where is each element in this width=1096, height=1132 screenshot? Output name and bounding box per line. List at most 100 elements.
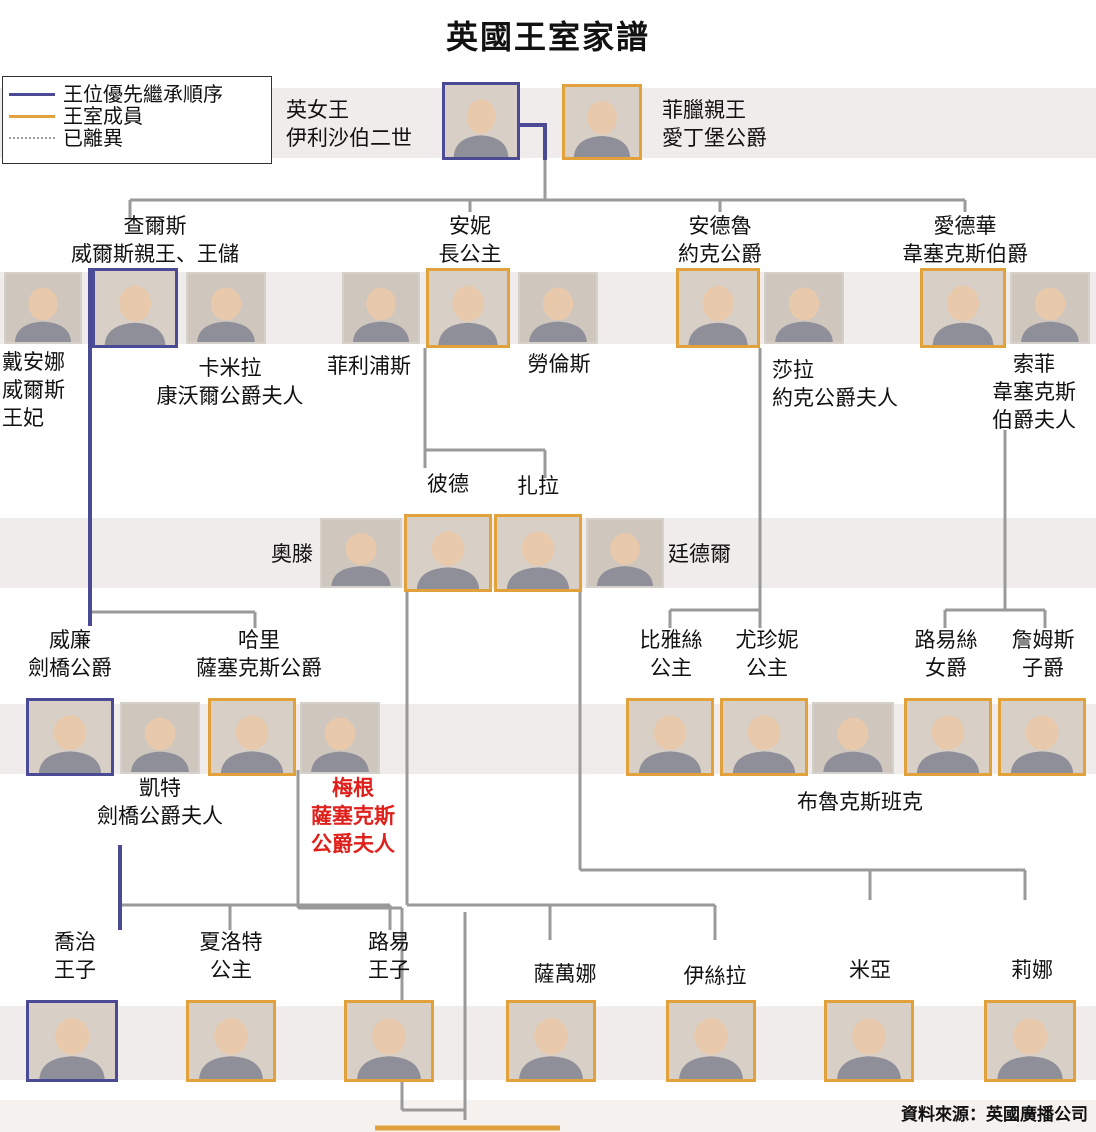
label-diana: 戴安娜 威爾斯 王妃 bbox=[2, 348, 65, 432]
photo-beatrice bbox=[626, 698, 714, 776]
portrait-placeholder bbox=[814, 704, 892, 772]
label-beatrice-line1: 比雅絲 bbox=[639, 628, 703, 652]
photo-mark bbox=[342, 272, 420, 344]
photo-james bbox=[998, 698, 1086, 776]
label-camilla-line1: 卡米拉 bbox=[198, 356, 262, 380]
photo-harry bbox=[208, 698, 296, 776]
label-charlotte-line1: 夏洛特 bbox=[199, 930, 263, 954]
label-meghan: 梅根 薩塞克斯 公爵夫人 bbox=[298, 774, 408, 858]
label-charles: 查爾斯 威爾斯親王、王儲 bbox=[40, 212, 270, 268]
label-kate-line1: 凱特 bbox=[139, 776, 181, 800]
portrait-placeholder bbox=[565, 87, 639, 157]
photo-philip bbox=[562, 84, 642, 160]
label-diana-line1: 戴安娜 bbox=[2, 350, 65, 374]
label-diana-line3: 王妃 bbox=[2, 406, 44, 430]
photo-mike bbox=[586, 518, 664, 588]
portrait-placeholder bbox=[827, 1003, 911, 1079]
label-isla: 伊絲拉 bbox=[660, 962, 770, 990]
photo-charles bbox=[92, 268, 178, 348]
portrait-placeholder bbox=[669, 1003, 753, 1079]
label-eugenie-line1: 尤珍妮 bbox=[735, 628, 799, 652]
label-charles-line2: 威爾斯親王、王儲 bbox=[71, 242, 239, 266]
legend-item-royal: 王室成員 bbox=[9, 105, 269, 127]
label-sophie: 索菲 韋塞克斯 伯爵夫人 bbox=[976, 350, 1092, 434]
portrait-placeholder bbox=[6, 274, 80, 342]
photo-queen bbox=[442, 82, 520, 160]
portrait-placeholder bbox=[211, 701, 293, 773]
label-camilla: 卡米拉 康沃爾公爵夫人 bbox=[130, 354, 330, 410]
label-james: 詹姆斯 子爵 bbox=[994, 626, 1092, 682]
label-savannah: 薩萬娜 bbox=[510, 960, 620, 988]
photo-jack bbox=[812, 702, 894, 774]
label-sarah: 莎拉 約克公爵夫人 bbox=[772, 356, 898, 412]
label-george: 喬治 王子 bbox=[30, 928, 120, 984]
portrait-placeholder bbox=[29, 701, 111, 773]
legend-item-succession: 王位優先繼承順序 bbox=[9, 83, 269, 105]
label-mia: 米亞 bbox=[830, 956, 910, 984]
label-eugenie-line2: 公主 bbox=[746, 656, 788, 680]
label-philip-line2: 愛丁堡公爵 bbox=[662, 126, 767, 150]
portrait-placeholder bbox=[95, 271, 175, 345]
label-sophie-line3: 伯爵夫人 bbox=[992, 408, 1076, 432]
label-camilla-line2: 康沃爾公爵夫人 bbox=[156, 384, 304, 408]
portrait-placeholder bbox=[987, 1003, 1073, 1079]
portrait-placeholder bbox=[907, 701, 989, 773]
legend-item-divorced: 已離異 bbox=[9, 127, 269, 149]
portrait-placeholder bbox=[347, 1003, 431, 1079]
label-beatrice: 比雅絲 公主 bbox=[616, 626, 726, 682]
portrait-placeholder bbox=[445, 85, 517, 157]
photo-sarah bbox=[764, 272, 844, 344]
photo-isla bbox=[666, 1000, 756, 1082]
label-andrew-line2: 約克公爵 bbox=[678, 242, 762, 266]
photo-lena bbox=[984, 1000, 1076, 1082]
photo-autumn bbox=[320, 518, 402, 588]
portrait-placeholder bbox=[188, 274, 264, 342]
portrait-placeholder bbox=[923, 271, 1003, 345]
photo-camilla bbox=[186, 272, 266, 344]
label-andrew-line1: 安德魯 bbox=[688, 214, 752, 238]
label-charlotte: 夏洛特 公主 bbox=[176, 928, 286, 984]
portrait-placeholder bbox=[29, 1003, 115, 1079]
photo-zara bbox=[494, 514, 582, 592]
photo-mia bbox=[824, 1000, 914, 1082]
label-charlotte-line2: 公主 bbox=[210, 958, 252, 982]
portrait-placeholder bbox=[509, 1003, 593, 1079]
label-philip: 菲臘親王 愛丁堡公爵 bbox=[662, 96, 767, 152]
photo-anne bbox=[426, 268, 510, 348]
label-louise-line1: 路易絲 bbox=[914, 628, 978, 652]
label-louise-line2: 女爵 bbox=[925, 656, 967, 680]
photo-eugenie bbox=[720, 698, 808, 776]
label-sarah-line2: 約克公爵夫人 bbox=[772, 386, 898, 410]
label-lena-line1: 莉娜 bbox=[1011, 958, 1053, 982]
portrait-placeholder bbox=[322, 520, 400, 586]
label-peter-line1: 彼德 bbox=[427, 472, 469, 496]
label-william: 威廉 劍橋公爵 bbox=[10, 626, 130, 682]
label-anne-line2: 長公主 bbox=[438, 242, 502, 266]
photo-william bbox=[26, 698, 114, 776]
label-peter: 彼德 bbox=[408, 470, 488, 498]
photo-louis bbox=[344, 1000, 434, 1082]
label-jack-line1: 布魯克斯班克 bbox=[797, 790, 923, 814]
photo-meghan bbox=[300, 702, 380, 774]
label-sarah-line1: 莎拉 bbox=[772, 358, 814, 382]
photo-george bbox=[26, 1000, 118, 1082]
label-mark: 菲利浦斯 bbox=[314, 352, 424, 380]
photo-sophie bbox=[1010, 272, 1090, 344]
label-louis: 路易 王子 bbox=[344, 928, 434, 984]
label-anne-line1: 安妮 bbox=[449, 214, 491, 238]
portrait-placeholder bbox=[344, 274, 418, 342]
label-mark-line1: 菲利浦斯 bbox=[327, 354, 411, 378]
label-zara-line1: 扎拉 bbox=[517, 474, 559, 498]
label-anne: 安妮 長公主 bbox=[410, 212, 530, 268]
portrait-placeholder bbox=[1001, 701, 1083, 773]
portrait-placeholder bbox=[122, 704, 198, 772]
label-mike-line1: 廷德爾 bbox=[668, 542, 731, 566]
photo-savannah bbox=[506, 1000, 596, 1082]
photo-andrew bbox=[676, 268, 760, 348]
label-queen: 英女王 伊利沙伯二世 bbox=[286, 96, 412, 152]
label-meghan-line1: 梅根 bbox=[332, 776, 374, 800]
label-william-line2: 劍橋公爵 bbox=[28, 656, 112, 680]
portrait-placeholder bbox=[766, 274, 842, 342]
label-isla-line1: 伊絲拉 bbox=[683, 964, 747, 988]
portrait-placeholder bbox=[189, 1003, 273, 1079]
